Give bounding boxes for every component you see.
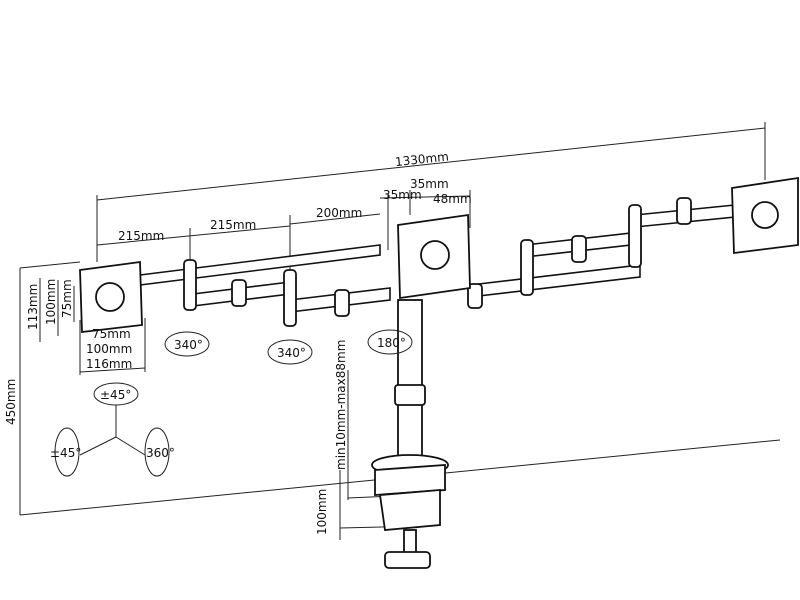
arms — [139, 197, 736, 327]
tilt-label: ±45° — [100, 388, 131, 402]
height-450-label: 450mm — [4, 379, 18, 425]
vesa-100-h-label: 100mm — [86, 342, 132, 356]
vesa-plates — [79, 176, 799, 334]
arm-215-b-label: 215mm — [210, 218, 256, 232]
vesa-100-v-label: 100mm — [44, 279, 58, 325]
vesa-75-v-label: 75mm — [60, 279, 74, 318]
total-width-label: 1330mm — [394, 149, 449, 169]
arm-200-label: 200mm — [316, 206, 362, 220]
vesa-116-label: 116mm — [86, 357, 132, 371]
arm-35-left-label: 35mm — [383, 188, 422, 202]
swivel-mid-label: 340° — [277, 346, 306, 360]
pole-clamp — [371, 299, 449, 569]
vesa-75-h-label: 75mm — [92, 327, 131, 341]
clamp-100-label: 100mm — [315, 489, 329, 535]
arm-48-label: 48mm — [433, 192, 472, 206]
swivel-center-label: 180° — [377, 336, 406, 350]
clamp-range-label: min10mm-max88mm — [334, 340, 348, 470]
arm-215-a-label: 215mm — [118, 229, 164, 243]
rotation-indicators — [54, 329, 413, 477]
rotate-360-label: 360° — [146, 446, 175, 460]
vesa-113-label: 113mm — [26, 284, 40, 330]
arm-35-top-label: 35mm — [410, 177, 449, 191]
swivel-left-label: 340° — [174, 338, 203, 352]
pivot-tilt-label: ±45° — [50, 446, 81, 460]
